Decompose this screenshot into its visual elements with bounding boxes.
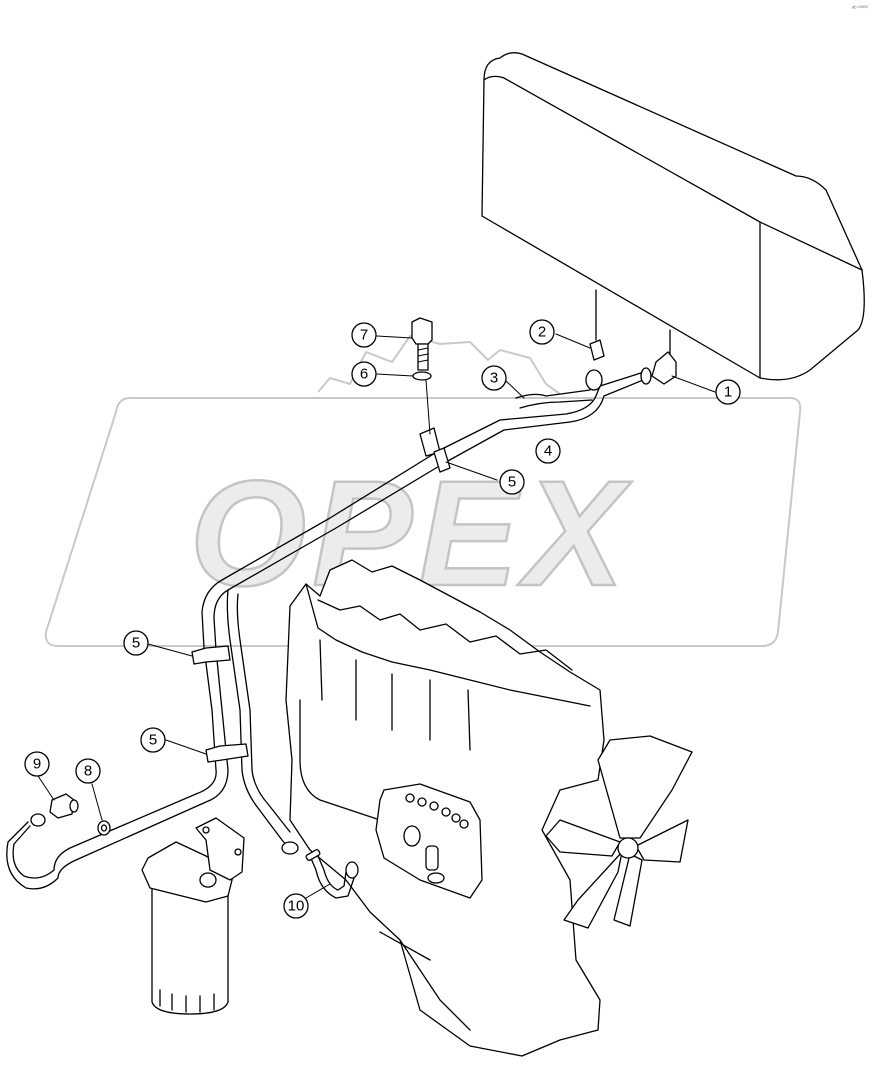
callout-5-top[interactable]: 5 <box>499 469 525 495</box>
callout-7[interactable]: 7 <box>351 322 377 348</box>
fuel-tank <box>481 52 865 381</box>
watermark-gear <box>317 335 561 395</box>
callout-1[interactable]: 1 <box>715 379 741 405</box>
svg-text:5: 5 <box>132 635 140 652</box>
callout-2[interactable]: 2 <box>529 319 555 345</box>
banjo-9 <box>49 793 75 819</box>
svg-text:5: 5 <box>149 732 157 749</box>
svg-text:10: 10 <box>288 898 305 915</box>
fuel-pipes <box>6 371 649 899</box>
washer-6 <box>412 371 432 381</box>
callout-6[interactable]: 6 <box>351 361 377 387</box>
fittings <box>30 317 677 836</box>
svg-text:9: 9 <box>33 756 41 773</box>
clamp-5-low <box>205 743 249 763</box>
fuel-filter <box>141 817 245 1015</box>
corner-code: ᵃᵇ ⁰⁰⁰⁰ <box>852 5 868 12</box>
callout-10[interactable]: 10 <box>283 893 309 919</box>
svg-text:8: 8 <box>84 763 92 780</box>
watermark-text: OPEX <box>190 449 633 617</box>
engine-block <box>285 559 693 1057</box>
bolt-7 <box>411 317 433 345</box>
callout-8[interactable]: 8 <box>75 758 101 784</box>
callouts: 1 2 3 4 5 5 5 6 7 8 9 10 <box>24 319 741 919</box>
watermark: OPEX <box>44 335 802 703</box>
clamp-5-mid <box>191 645 231 665</box>
svg-text:1: 1 <box>724 384 732 401</box>
callout-5-low[interactable]: 5 <box>140 727 166 753</box>
injection-pump <box>375 783 483 899</box>
callout-9[interactable]: 9 <box>24 751 50 777</box>
svg-text:3: 3 <box>490 370 498 387</box>
callout-4[interactable]: 4 <box>535 438 561 464</box>
callout-3[interactable]: 3 <box>481 365 507 391</box>
svg-text:5: 5 <box>508 474 516 491</box>
svg-text:6: 6 <box>360 366 368 383</box>
svg-text:2: 2 <box>538 324 546 341</box>
cooling-fan <box>545 735 693 929</box>
elbow-fitting-1 <box>651 351 677 385</box>
svg-text:7: 7 <box>360 327 368 344</box>
leader-lines <box>37 333 716 899</box>
watermark-plate <box>44 397 802 647</box>
callout-5-mid[interactable]: 5 <box>123 630 149 656</box>
connector-2 <box>589 339 605 361</box>
svg-text:4: 4 <box>544 443 552 460</box>
